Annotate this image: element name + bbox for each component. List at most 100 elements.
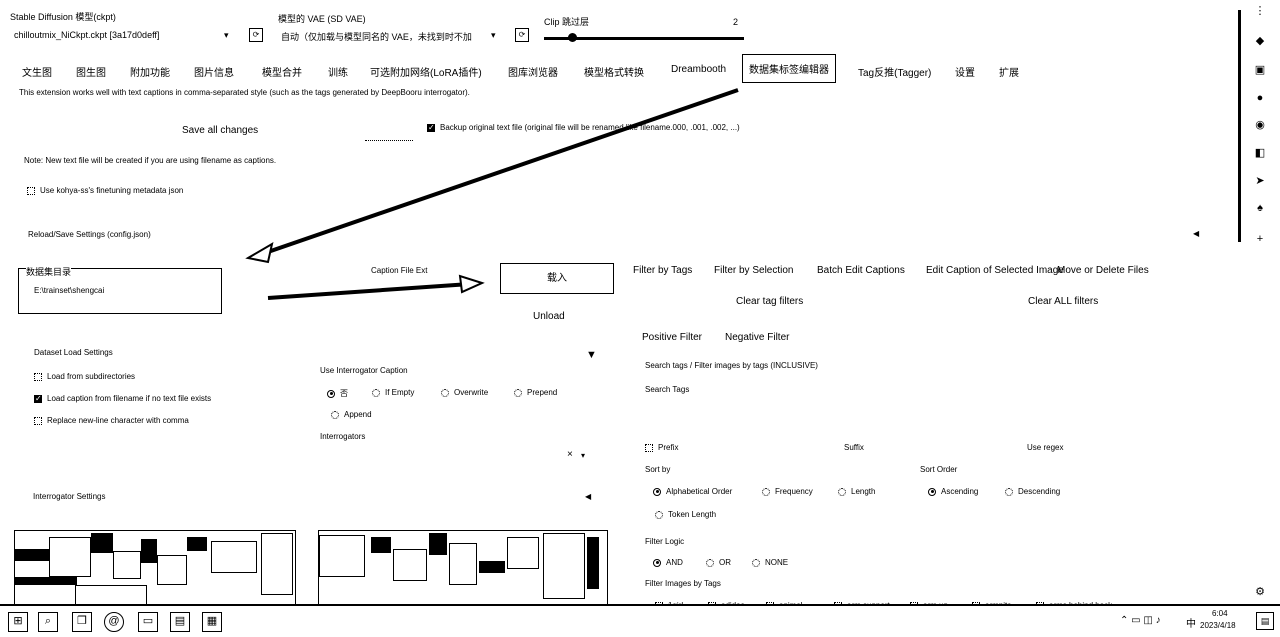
tab-8[interactable]: 模型格式转换 bbox=[584, 68, 644, 79]
send-icon[interactable]: ➤ bbox=[1255, 175, 1265, 187]
radio-no[interactable]: 否 bbox=[327, 388, 348, 399]
tab-negative-filter[interactable]: Negative Filter bbox=[725, 332, 790, 343]
radio-length[interactable]: Length bbox=[838, 487, 875, 496]
right-tab-2[interactable]: Batch Edit Captions bbox=[817, 265, 905, 276]
vae-value: 自动（仅加载与模型同名的 VAE，未找到时不加 bbox=[281, 32, 472, 42]
clip-skip-slider[interactable] bbox=[544, 33, 744, 42]
radio-and[interactable]: AND bbox=[653, 558, 683, 567]
radio-append[interactable]: Append bbox=[331, 410, 372, 419]
tab-6[interactable]: 可选附加网络(LoRA插件) bbox=[370, 68, 482, 79]
add-icon[interactable]: + bbox=[1256, 233, 1264, 245]
arrowhead-icon bbox=[245, 241, 274, 264]
store-icon[interactable]: ▦ bbox=[202, 612, 222, 632]
unload-button[interactable]: Unload bbox=[533, 311, 565, 322]
start-icon[interactable]: ⊞ bbox=[8, 612, 28, 632]
right-tab-4[interactable]: Move or Delete Files bbox=[1057, 265, 1149, 276]
kohya-checkbox[interactable]: Use kohya-ss's finetuning metadata json bbox=[27, 186, 183, 195]
prefix-checkbox[interactable]: Prefix bbox=[645, 443, 678, 452]
radio-frequency[interactable]: Frequency bbox=[762, 487, 813, 496]
checkbox-checked-icon bbox=[427, 123, 435, 132]
collapse-down-icon[interactable]: ▼ bbox=[586, 349, 597, 361]
radio-alphabetical[interactable]: Alphabetical Order bbox=[653, 487, 732, 496]
clip-skip-value[interactable]: 2 bbox=[733, 17, 739, 27]
radio-prepend[interactable]: Prepend bbox=[514, 388, 557, 397]
tab-0[interactable]: 文生图 bbox=[22, 68, 52, 79]
tab-positive-filter[interactable]: Positive Filter bbox=[642, 332, 703, 343]
app-icon[interactable]: ▤ bbox=[170, 612, 190, 632]
checkbox-checked-icon bbox=[34, 394, 42, 403]
right-tab-3[interactable]: Edit Caption of Selected Image bbox=[926, 265, 1064, 276]
scrollbar[interactable] bbox=[1238, 10, 1241, 242]
ime-indicator[interactable]: 中 bbox=[1186, 619, 1196, 630]
radio-token-length[interactable]: Token Length bbox=[655, 510, 716, 519]
arrow-line bbox=[267, 282, 471, 300]
clear-tag-filters-button[interactable]: Clear tag filters bbox=[736, 296, 804, 307]
divider bbox=[365, 140, 413, 142]
tab-1[interactable]: 图生图 bbox=[76, 68, 106, 79]
edge-icon[interactable]: @ bbox=[104, 612, 124, 632]
radio-ascending[interactable]: Ascending bbox=[928, 487, 978, 496]
circle-icon[interactable]: ◉ bbox=[1255, 119, 1265, 131]
clip-skip-label: Clip 跳过层 bbox=[544, 17, 590, 27]
replace-newline-checkbox[interactable]: Replace new-line character with comma bbox=[34, 416, 189, 425]
right-tab-1[interactable]: Filter by Selection bbox=[714, 265, 794, 276]
tab-11[interactable]: Tag反推(Tagger) bbox=[858, 68, 932, 79]
tag-icon[interactable]: ◆ bbox=[1255, 35, 1265, 47]
clock-date[interactable]: 2023/4/18 bbox=[1200, 621, 1236, 630]
spade-icon[interactable]: ♠ bbox=[1257, 202, 1263, 214]
filter-images-label: Filter Images by Tags bbox=[645, 579, 721, 588]
refresh-model-icon[interactable]: ⟳ bbox=[249, 28, 263, 42]
subdirs-checkbox[interactable]: Load from subdirectories bbox=[34, 372, 135, 381]
search-icon[interactable]: ⌕ bbox=[38, 612, 58, 632]
vae-select[interactable]: 自动（仅加载与模型同名的 VAE，未找到时不加 ▾ bbox=[281, 30, 501, 44]
clear-icon[interactable]: × bbox=[567, 449, 573, 460]
model-select[interactable]: chilloutmix_NiCkpt.ckpt [3a17d0deff] ▾ bbox=[14, 30, 234, 44]
radio-or[interactable]: OR bbox=[706, 558, 731, 567]
radio-if-empty[interactable]: If Empty bbox=[372, 388, 414, 397]
caption-from-filename-checkbox[interactable]: Load caption from filename if no text fi… bbox=[34, 394, 211, 403]
tab-2[interactable]: 附加功能 bbox=[130, 68, 170, 79]
right-tab-0[interactable]: Filter by Tags bbox=[633, 265, 693, 276]
gallery-thumbnail[interactable] bbox=[318, 530, 608, 606]
save-all-button[interactable]: Save all changes bbox=[182, 125, 259, 136]
gallery-thumbnail[interactable] bbox=[14, 530, 296, 606]
load-button[interactable]: 载入 bbox=[500, 263, 614, 294]
chevron-down-icon[interactable]: ▾ bbox=[581, 451, 586, 460]
tab-12[interactable]: 设置 bbox=[955, 68, 975, 79]
collapse-left-icon[interactable]: ◀ bbox=[1193, 229, 1200, 238]
more-vertical-icon[interactable]: ⋮ bbox=[1254, 5, 1266, 17]
notification-icon[interactable]: ▤ bbox=[1256, 612, 1274, 630]
tab-5[interactable]: 训练 bbox=[328, 68, 348, 79]
collapse-left-icon[interactable]: ◀ bbox=[585, 492, 592, 501]
checkbox-unchecked-icon bbox=[34, 416, 42, 425]
system-tray-icons[interactable]: ⌃ ▭ ◫ ♪ bbox=[1120, 615, 1161, 626]
caption-ext-label: Caption File Ext bbox=[371, 266, 428, 275]
folder-icon[interactable]: ▭ bbox=[138, 612, 158, 632]
office-icon[interactable]: ◧ bbox=[1254, 147, 1266, 159]
refresh-vae-icon[interactable]: ⟳ bbox=[515, 28, 529, 42]
checkbox-unchecked-icon bbox=[34, 372, 42, 381]
use-regex-checkbox[interactable]: Use regex bbox=[1027, 443, 1064, 452]
reload-settings-accordion[interactable]: Reload/Save Settings (config.json) bbox=[28, 230, 151, 239]
tab-4[interactable]: 模型合并 bbox=[262, 68, 302, 79]
backup-checkbox[interactable]: Backup original text file (original file… bbox=[427, 123, 740, 132]
clock-time[interactable]: 6:04 bbox=[1212, 609, 1228, 618]
user-icon[interactable]: ● bbox=[1256, 92, 1264, 104]
dataset-directory-input[interactable]: E:\trainset\shengcai bbox=[34, 286, 105, 295]
task-view-icon[interactable]: ❐ bbox=[72, 612, 92, 632]
interrogator-settings-accordion[interactable]: Interrogator Settings bbox=[33, 492, 106, 501]
tab-13[interactable]: 扩展 bbox=[999, 68, 1019, 79]
gear-icon[interactable]: ⚙ bbox=[1255, 586, 1265, 598]
toolbox-icon[interactable]: ▣ bbox=[1254, 64, 1266, 76]
tab-3[interactable]: 图片信息 bbox=[194, 68, 234, 79]
slider-thumb[interactable] bbox=[568, 33, 577, 42]
radio-none[interactable]: NONE bbox=[752, 558, 788, 567]
suffix-checkbox[interactable]: Suffix bbox=[844, 443, 864, 452]
tab-10[interactable]: 数据集标签编辑器 bbox=[742, 54, 836, 83]
radio-overwrite[interactable]: Overwrite bbox=[441, 388, 488, 397]
clear-all-filters-button[interactable]: Clear ALL filters bbox=[1028, 296, 1099, 307]
tab-9[interactable]: Dreambooth bbox=[671, 64, 727, 75]
radio-descending[interactable]: Descending bbox=[1005, 487, 1060, 496]
tab-7[interactable]: 图库浏览器 bbox=[508, 68, 558, 79]
